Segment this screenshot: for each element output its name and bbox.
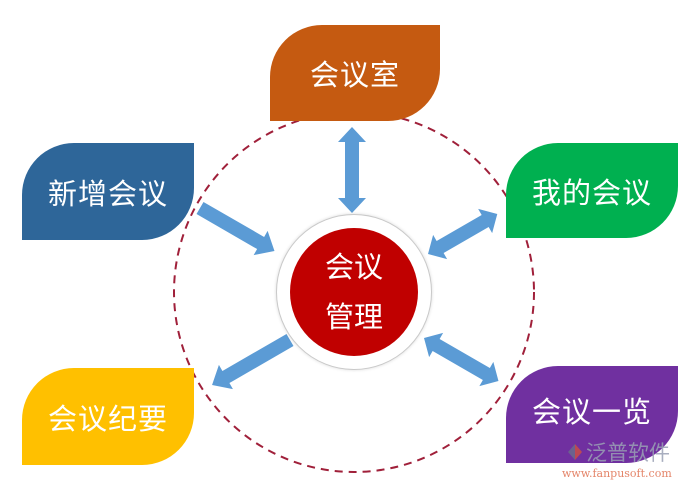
node-label: 新增会议 xyxy=(47,176,168,211)
node-meeting-overview[interactable]: 会议一览 xyxy=(506,366,678,463)
watermark-url: www.fanpusoft.com xyxy=(562,467,672,480)
arrow-upper-left-icon xyxy=(196,201,275,256)
center-node-meeting-management[interactable]: 会议 管理 xyxy=(290,228,418,356)
node-label: 会议一览 xyxy=(531,394,652,429)
double-arrow-top-icon xyxy=(338,127,366,213)
arrow-lower-left-icon xyxy=(212,333,294,390)
node-meeting-room[interactable]: 会议室 xyxy=(270,25,440,121)
double-arrow-lower-right-icon xyxy=(424,332,499,387)
node-label: 会议室 xyxy=(309,58,400,92)
center-label-line1: 会议 xyxy=(324,250,383,284)
node-label: 我的会议 xyxy=(531,175,652,210)
node-meeting-minutes[interactable]: 会议纪要 xyxy=(22,368,194,465)
watermark: 泛普软件 www.fanpusoft.com xyxy=(562,437,672,480)
double-arrow-upper-right-icon xyxy=(428,208,498,260)
center-label-line2: 管理 xyxy=(324,300,383,334)
node-label: 会议纪要 xyxy=(47,401,168,436)
node-add-meeting[interactable]: 新增会议 xyxy=(22,143,194,240)
node-my-meetings[interactable]: 我的会议 xyxy=(506,143,678,238)
brand-logo-icon xyxy=(568,444,582,460)
watermark-brand-name: 泛普软件 xyxy=(586,441,670,465)
